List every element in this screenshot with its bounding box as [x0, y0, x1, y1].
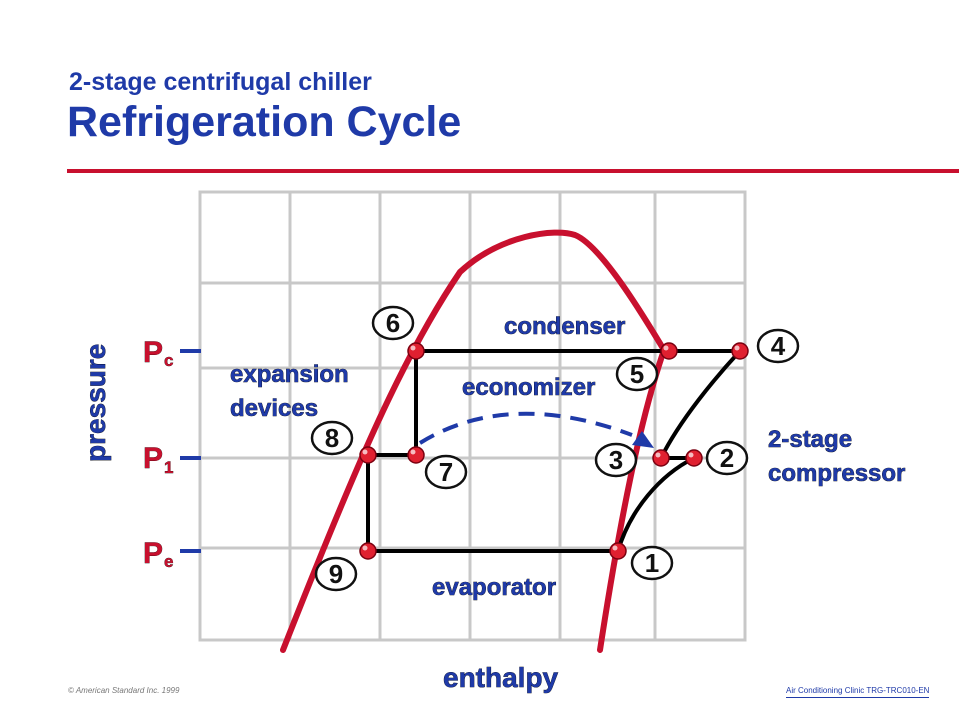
label-point-9: 9	[329, 559, 343, 589]
marker-point-6	[407, 342, 425, 360]
bubble-3: 3	[594, 442, 638, 478]
marker-point-1	[609, 542, 627, 560]
label-point-4: 4	[771, 331, 786, 361]
compressor-label-line1: 2-stage	[768, 426, 852, 453]
marker-point-7	[407, 446, 425, 464]
x-axis-label: enthalpy	[443, 662, 559, 693]
pe-main: P	[143, 537, 163, 570]
label-point-8: 8	[325, 423, 339, 453]
economizer-label: economizer	[462, 374, 595, 401]
expansion-label-line1: expansion	[230, 361, 349, 388]
pressure-label-pe: P e	[143, 537, 174, 572]
pressure-ticks	[180, 349, 201, 553]
bubble-2: 2	[705, 440, 749, 476]
label-point-6: 6	[386, 308, 400, 338]
bubble-1: 1	[630, 545, 674, 581]
evaporator-label: evaporator	[432, 574, 556, 601]
state-point-labels: 6 5 4 8 7 3 2 9 1	[310, 305, 800, 592]
label-point-3: 3	[609, 445, 623, 475]
condenser-label: condenser	[504, 313, 625, 340]
y-axis-label: pressure	[80, 344, 111, 462]
marker-point-5	[660, 342, 678, 360]
course-reference: Air Conditioning Clinic TRG-TRC010-EN	[786, 686, 930, 698]
compressor-label-line2: compressor	[768, 460, 905, 487]
slide-subtitle: 2-stage centrifugal chiller	[69, 68, 372, 96]
slide-title: Refrigeration Cycle	[67, 98, 462, 146]
marker-point-4	[731, 342, 749, 360]
bubble-4: 4	[756, 328, 800, 364]
label-point-2: 2	[720, 443, 734, 473]
p1-main: P	[143, 442, 163, 475]
marker-point-8	[359, 446, 377, 464]
bubble-8: 8	[310, 420, 354, 456]
pressure-label-p1: P 1	[143, 442, 174, 478]
expansion-label-line2: devices	[230, 395, 318, 422]
bubble-7: 7	[424, 454, 468, 490]
marker-point-3	[652, 449, 670, 467]
pressure-label-pc: P c	[143, 336, 174, 371]
title-underline	[67, 169, 959, 173]
label-point-7: 7	[439, 457, 453, 487]
marker-point-9	[359, 542, 377, 560]
marker-point-2	[685, 449, 703, 467]
bubble-6: 6	[371, 305, 415, 341]
pc-main: P	[143, 336, 163, 369]
pe-sub: e	[164, 552, 173, 571]
p1-sub: 1	[164, 458, 173, 477]
label-point-1: 1	[645, 548, 659, 578]
pc-sub: c	[164, 351, 173, 370]
label-point-5: 5	[630, 359, 644, 389]
economizer-arrowhead	[632, 431, 654, 448]
copyright-notice: © American Standard Inc. 1999	[68, 686, 180, 695]
bubble-5: 5	[615, 356, 659, 392]
economizer-flash-path	[418, 411, 633, 445]
bubble-9: 9	[314, 556, 358, 592]
